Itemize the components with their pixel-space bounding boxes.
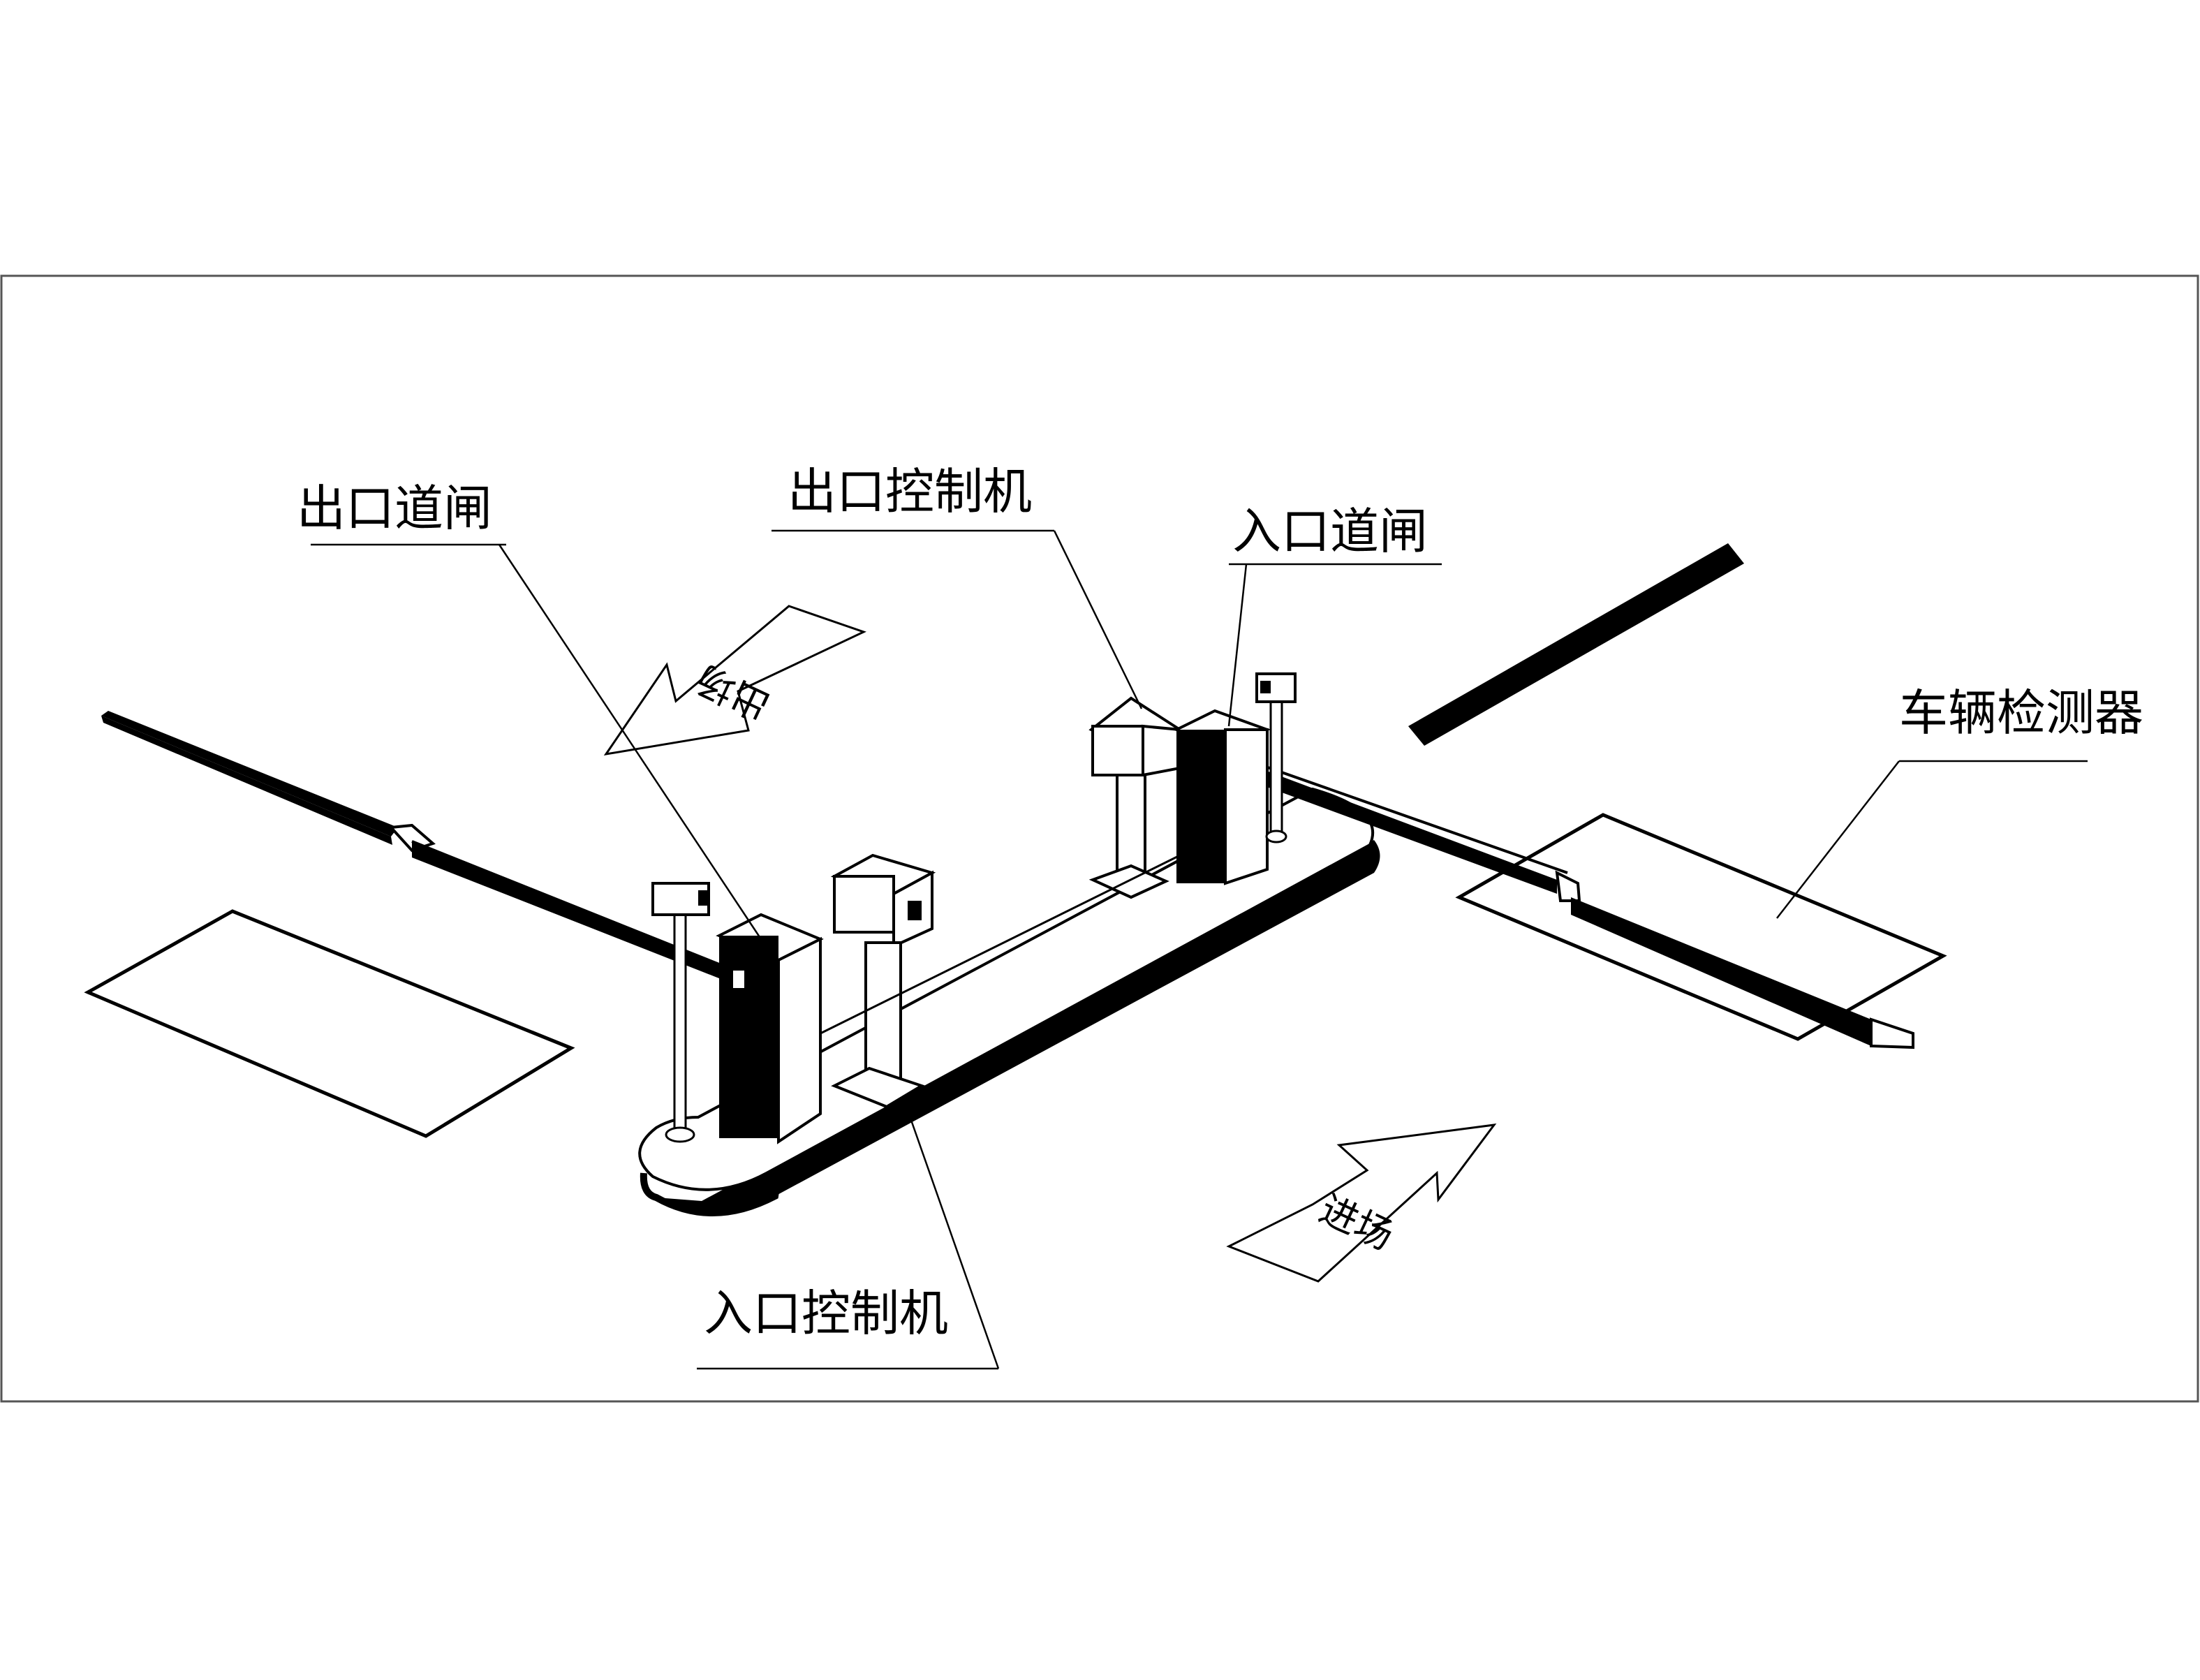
label-vehicle-detector: 车辆检测器 xyxy=(1899,684,2143,742)
label-exit-controller: 出口控制机 xyxy=(788,463,1032,520)
left-detector-loop xyxy=(84,909,575,1138)
leader-lines xyxy=(311,529,2088,1370)
exit-camera-pole xyxy=(651,882,710,1143)
exit-barrier-arm xyxy=(101,711,727,981)
exit-direction-arrow: 出场 xyxy=(603,605,866,756)
raised-boom xyxy=(1408,543,1744,746)
label-entrance-controller: 入口控制机 xyxy=(704,1285,948,1342)
entrance-controller-machine xyxy=(830,853,936,1109)
label-entrance-gate: 入口道闸 xyxy=(1232,503,1428,560)
right-detector-loop xyxy=(1455,813,1947,1041)
entrance-barrier-arm xyxy=(1249,760,1914,1049)
entry-direction-arrow: 进场 xyxy=(1226,1123,1497,1283)
label-exit-gate: 出口道闸 xyxy=(297,480,492,537)
exit-gate-cabinet xyxy=(716,913,824,1144)
entrance-camera-pole xyxy=(1255,672,1297,843)
link-line xyxy=(820,854,1181,1035)
entrance-gate-cabinet xyxy=(1173,709,1271,885)
drawing-frame xyxy=(0,274,2199,1403)
